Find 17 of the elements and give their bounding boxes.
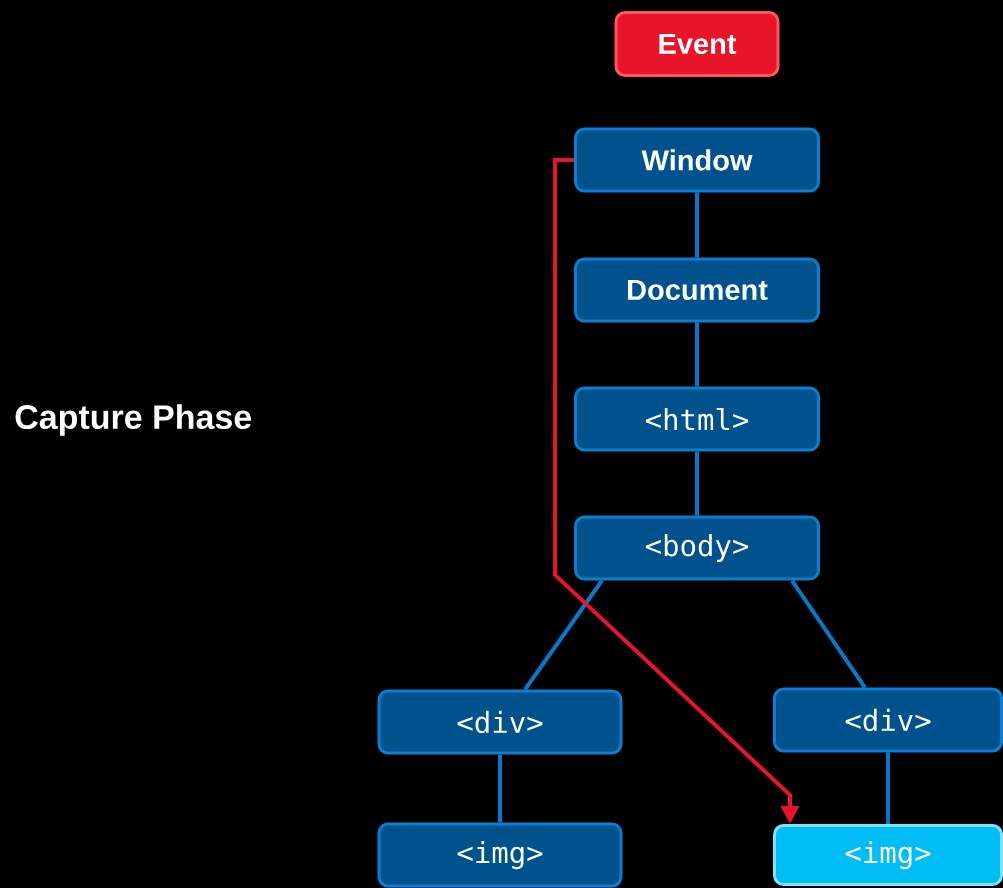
connector-line bbox=[695, 192, 699, 258]
target-box: <img> bbox=[773, 824, 1003, 886]
connector-line bbox=[886, 752, 890, 824]
node-box: Document bbox=[574, 257, 820, 323]
node-box: Window bbox=[574, 127, 820, 193]
connector-line bbox=[695, 451, 699, 516]
node-box: <html> bbox=[574, 386, 820, 452]
connector-line bbox=[695, 322, 699, 387]
node-box: <div> bbox=[773, 687, 1003, 753]
phase-label: Capture Phase bbox=[15, 404, 252, 436]
connector-line bbox=[790, 579, 867, 689]
node-box: <div> bbox=[377, 689, 623, 755]
node-box: <img> bbox=[377, 822, 623, 888]
connector-line bbox=[523, 579, 604, 691]
event-box: Event bbox=[614, 11, 780, 77]
node-box: <body> bbox=[574, 515, 820, 581]
connector-line bbox=[498, 754, 502, 823]
